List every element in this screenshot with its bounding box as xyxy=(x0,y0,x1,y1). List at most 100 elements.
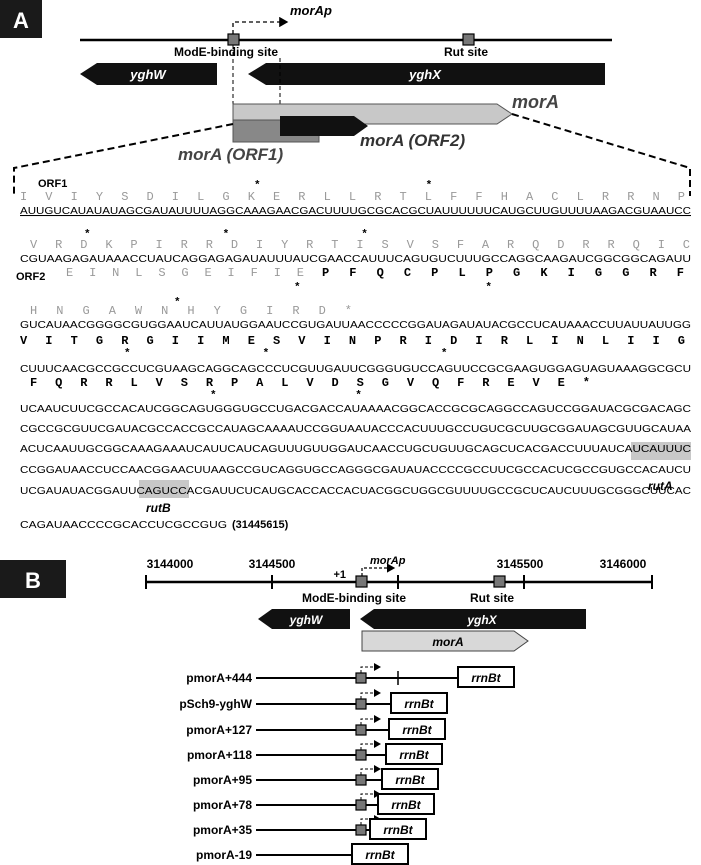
terminator-box xyxy=(390,692,448,714)
construct-label: pmorA+78 xyxy=(193,798,252,812)
expand-left xyxy=(13,123,234,196)
rutA-label: rutA xyxy=(648,479,673,493)
construct-mode-box xyxy=(355,698,367,710)
panel-a: A morAp ModE-binding site Rut site yghW … xyxy=(0,0,691,531)
gene-yghW-b xyxy=(258,609,350,629)
plain-line-1: UCAAUCUUCGCCACAUCGGCAGUGGGUGCCUGACGACCAU… xyxy=(20,403,691,415)
construct-mode-box xyxy=(355,672,367,684)
plain-line-3: ACUCAAUUGCGGCAAAGAAAUCAUUCAUCAGUUUGUUGGA… xyxy=(20,443,691,455)
coord-3: 3145500 xyxy=(497,557,544,571)
construct-promoter-arrow xyxy=(360,790,381,800)
promoter-label-b: morAp xyxy=(370,555,406,567)
row2-aa-orf2a: E I N L S G E I F I E xyxy=(66,266,304,280)
construct-promoter-arrow xyxy=(360,715,381,725)
terminator-box xyxy=(457,666,515,688)
row3-stars-top: * xyxy=(174,297,181,309)
construct-label: pmorA+95 xyxy=(193,773,252,787)
construct-mode-box xyxy=(355,774,367,786)
construct-promoter-arrow xyxy=(360,815,381,825)
expand-right xyxy=(511,113,691,196)
gene-yghW-a xyxy=(80,63,217,85)
terminator-label: rrnBt xyxy=(395,773,425,787)
gene-morA-label-b: morA xyxy=(432,635,463,649)
panel-b-label-box xyxy=(0,560,66,598)
gene-yghW-label-a: yghW xyxy=(129,67,167,82)
row3-aa: V I T G R G I I M E S V I N P R I D I R … xyxy=(20,334,685,348)
terminator-box xyxy=(377,793,435,815)
promoter-arrow-a xyxy=(232,16,289,34)
construct-label: pSch9-yghW xyxy=(179,697,252,711)
row2-stars-top: * * * xyxy=(84,229,368,241)
row2-aa-orf1: V R D K P I R R D I Y R T I S V S F A R … xyxy=(30,238,690,252)
mode-label-b: ModE-binding site xyxy=(302,591,406,605)
construct-promoter-arrow xyxy=(360,663,381,673)
rut-label-a: Rut site xyxy=(444,45,488,59)
row1-aa: I V I Y S D I L G K E R L L R T L F F H … xyxy=(20,190,685,204)
row2-aa-orf2b: P F Q C P L P G K I G G R F xyxy=(322,266,684,280)
panel-a-label: A xyxy=(13,8,29,33)
gene-yghX-a xyxy=(248,63,605,85)
orf2-label: morA (ORF2) xyxy=(360,131,465,150)
construct-label: pmorA+444 xyxy=(186,671,252,685)
mode-box-a xyxy=(227,33,240,46)
mode-box-b xyxy=(355,575,368,588)
coord-4: 3146000 xyxy=(600,557,647,571)
plain-line-5: UCGAUAUACGGAUUCAGUCCACGAUUCUCAUGCACCACCA… xyxy=(20,485,691,497)
construct-mode-box xyxy=(355,824,367,836)
construct-promoter-arrow xyxy=(360,689,381,699)
plain-line-4: CCGGAUAACCUCCAACGGAACUUAAGCCGUCAGGUGCCAG… xyxy=(20,464,691,476)
plus-one: +1 xyxy=(333,569,346,581)
gene-morA-b xyxy=(361,630,529,652)
row2-nt: CGUAAGAGAUAAACCUAUCAGGAGAGAUAUUUAUCGAACC… xyxy=(20,253,691,265)
gene-morA-label-a: morA xyxy=(512,92,559,112)
coord-1: 3144000 xyxy=(147,557,194,571)
construct-promoter-arrow xyxy=(360,740,381,750)
row3-stars-bottom: * * * xyxy=(124,348,447,360)
construct-mode-box xyxy=(355,749,367,761)
terminator-label: rrnBt xyxy=(365,848,395,862)
rut-box-b xyxy=(493,575,506,588)
construct-label: pmorA+118 xyxy=(187,748,252,762)
construct-mode-box xyxy=(355,724,367,736)
orf1-label: morA (ORF1) xyxy=(178,145,283,164)
promoter-arrow-b xyxy=(361,563,396,576)
plain-line-2: CGCCGCGUUCGAUACGCCACCGCCAUAGCAAAAUCCGGUA… xyxy=(20,423,691,435)
position-suffix: (31445615) xyxy=(232,519,289,531)
promoter-label-a: morAp xyxy=(290,3,332,18)
panel-b-label: B xyxy=(25,568,41,593)
terminator-box xyxy=(351,843,409,865)
rutA-highlight xyxy=(631,442,691,460)
row4-nt: CUUUCAACGCCGCCUCGUAAGCAGGCAGCCCUCGUUGAUU… xyxy=(20,363,691,375)
gene-yghW-label-b: yghW xyxy=(289,613,324,627)
gene-yghX-b xyxy=(360,609,586,629)
gene-yghX-label-a: yghX xyxy=(408,67,442,82)
construct-label: pmorA+35 xyxy=(193,823,252,837)
row1-nt: AUUGUCAUAUAUAGCGAUAUUUUAGGCAAAGAACGACUUU… xyxy=(20,205,691,217)
panel-a-label-box xyxy=(0,0,42,38)
terminator-box xyxy=(388,718,446,740)
terminator-box xyxy=(385,743,443,765)
rut-box-a xyxy=(462,33,475,46)
orf2-arrow xyxy=(280,116,368,136)
panel-b: B 3144000 3144500 3145500 3146000 +1 mor… xyxy=(0,555,653,865)
terminator-label: rrnBt xyxy=(404,697,434,711)
terminator-label: rrnBt xyxy=(391,798,421,812)
rutB-label: rutB xyxy=(146,501,171,515)
terminator-box xyxy=(381,768,439,790)
row4-aa: F Q R R L V S R P A L V D S G V Q F R E … xyxy=(30,376,590,390)
row1-stars: * * xyxy=(254,180,432,192)
terminator-label: rrnBt xyxy=(402,723,432,737)
gene-yghX-label-b: yghX xyxy=(466,613,497,627)
row2-stars-bottom: * * xyxy=(294,282,492,294)
mode-label-a: ModE-binding site xyxy=(174,45,278,59)
construct-mode-box xyxy=(355,799,367,811)
row3-nt: GUCAUAACGGGGCGUGGAAUCAUUAUGGAAUCCGUGAUUA… xyxy=(20,319,691,331)
construct-promoter-arrow xyxy=(360,765,381,775)
constructs: pmorA+444 rrnBt pSch9-yghW rrnBt pmorA+127 rr… xyxy=(179,663,515,865)
construct-label: pmorA+127 xyxy=(186,723,252,737)
rut-label-b: Rut site xyxy=(470,591,514,605)
orf1-seq-label: ORF1 xyxy=(38,178,67,190)
construct-label: pmorA-19 xyxy=(196,848,252,862)
row3-aa-grey: H N G A W N H Y G I R D * xyxy=(30,304,352,318)
